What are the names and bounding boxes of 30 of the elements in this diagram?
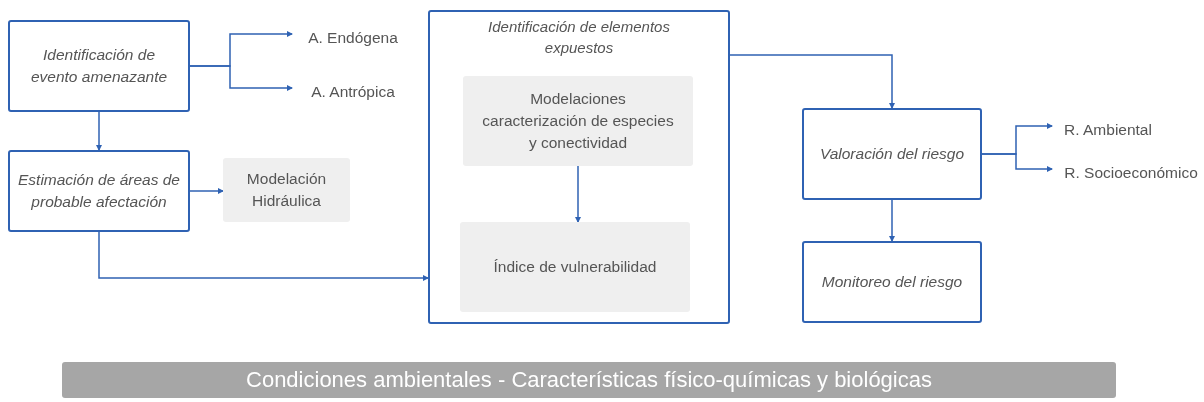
process-box bbox=[8, 20, 190, 112]
box-text: Modelaciones caracterización de especies y conectividad bbox=[481, 89, 675, 153]
box-text: Índice de vulnerabilidad bbox=[493, 257, 657, 278]
arrow bbox=[96, 111, 102, 151]
arrow bbox=[889, 199, 895, 242]
box-text: Modelación Hidráulica bbox=[245, 169, 328, 211]
box-text: Identificación de evento amenazante bbox=[29, 45, 169, 87]
arrow bbox=[729, 54, 895, 109]
arrow bbox=[575, 165, 581, 223]
box-text: Monitoreo del riesgo bbox=[821, 272, 963, 293]
band-text: Condiciones ambientales - Características físico-químicas y biológicas bbox=[246, 365, 932, 394]
process-box bbox=[802, 108, 982, 200]
box-text: Valoración del riesgo bbox=[819, 144, 965, 165]
box-text: Identificación de elementos expuestos bbox=[487, 17, 671, 58]
arrow bbox=[189, 188, 224, 194]
box-text: Estimación de áreas de probable afectación bbox=[18, 170, 180, 212]
condition-band bbox=[62, 362, 1116, 398]
output-label: R. Socioeconómico bbox=[1064, 163, 1198, 183]
model-box bbox=[223, 158, 350, 222]
process-box bbox=[802, 241, 982, 323]
model-box bbox=[460, 222, 690, 312]
model-box bbox=[463, 76, 693, 166]
output-label: A. Endógena bbox=[308, 28, 398, 48]
group-box bbox=[428, 10, 730, 324]
process-box bbox=[8, 150, 190, 232]
arrow bbox=[981, 153, 1053, 172]
output-label: A. Antrópica bbox=[311, 82, 395, 102]
arrow bbox=[189, 65, 293, 91]
output-label: R. Ambiental bbox=[1064, 120, 1152, 140]
arrow bbox=[98, 231, 429, 281]
